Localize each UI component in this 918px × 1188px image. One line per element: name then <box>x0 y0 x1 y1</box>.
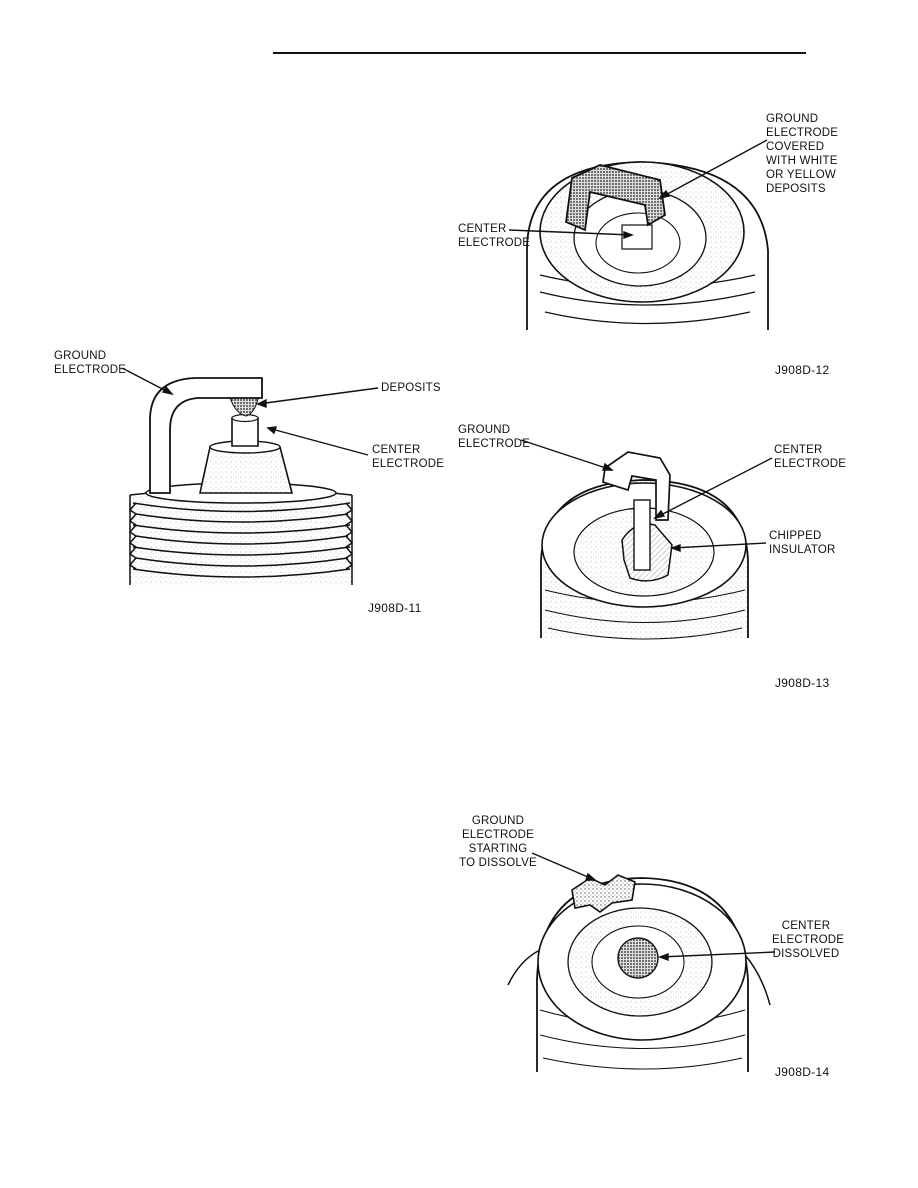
center-electrode <box>231 413 259 447</box>
ground-electrode-covered <box>565 164 666 232</box>
center-electrode <box>633 499 651 571</box>
center-electrode-dissolved <box>617 937 659 979</box>
label-chipped-insulator: CHIPPED INSULATOR <box>769 530 836 556</box>
label-ground-electrode-covered: GROUND ELECTRODE COVERED WITH WHITE OR Y… <box>766 113 839 195</box>
figure-id: J908D-11 <box>368 601 422 615</box>
figure-id: J908D-12 <box>775 363 830 377</box>
label-ground-electrode: GROUND ELECTRODE <box>54 350 127 376</box>
label-deposits: DEPOSITS <box>381 382 441 394</box>
ground-electrode <box>149 377 263 494</box>
label-center-electrode-dissolved: CENTER ELECTRODE DISSOLVED <box>772 920 845 960</box>
label-center-electrode: CENTER ELECTRODE <box>372 444 445 470</box>
label-center-electrode: CENTER ELECTRODE <box>458 223 531 249</box>
ground-electrode <box>602 451 671 521</box>
label-ground-electrode-dissolving: GROUND ELECTRODE STARTING TO DISSOLVE <box>459 815 537 869</box>
label-ground-electrode: GROUND ELECTRODE <box>458 424 531 450</box>
label-center-electrode: CENTER ELECTRODE <box>774 444 847 470</box>
insulator <box>199 440 294 494</box>
header-rule <box>273 52 806 54</box>
ground-electrode-dissolving <box>571 874 636 913</box>
figure-id: J908D-14 <box>775 1065 830 1079</box>
figure-id: J908D-13 <box>775 676 830 690</box>
